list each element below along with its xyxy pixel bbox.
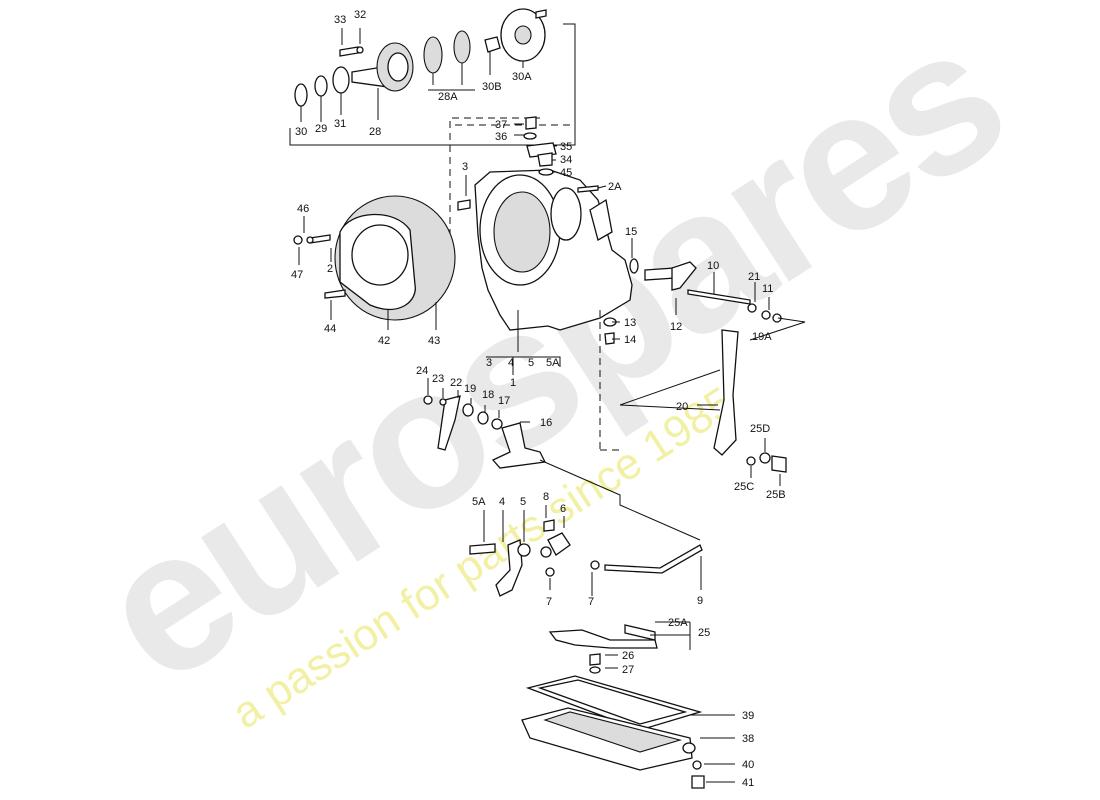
label-25a: 25A [668, 617, 688, 629]
label-23: 23 [432, 373, 444, 385]
label-19: 19 [464, 383, 476, 395]
label-8: 8 [543, 491, 549, 503]
label-37: 37 [495, 119, 507, 131]
label-32: 32 [354, 9, 366, 21]
label-12: 12 [670, 321, 682, 333]
label-39: 39 [742, 710, 754, 722]
label-46: 46 [297, 203, 309, 215]
label-36: 36 [495, 131, 507, 143]
watermark: eurospares a passion for parts since 198… [62, 0, 1037, 738]
label-14: 14 [624, 334, 636, 346]
label-group-4: 4 [508, 357, 514, 369]
label-41: 41 [742, 777, 754, 789]
label-34: 34 [560, 154, 572, 166]
label-7-left: 7 [546, 596, 552, 608]
label-group-5a: 5A [546, 357, 560, 369]
label-25c: 25C [734, 481, 754, 493]
label-group-3: 3 [486, 357, 492, 369]
label-group-5: 5 [528, 357, 534, 369]
label-6: 6 [560, 503, 566, 515]
label-20: 20 [676, 401, 688, 413]
label-7-right: 7 [588, 596, 594, 608]
label-19a: 19A [752, 331, 772, 343]
cover-group [293, 195, 456, 330]
label-21: 21 [748, 271, 760, 283]
label-25b: 25B [766, 489, 786, 501]
label-17: 17 [498, 395, 510, 407]
label-5a: 5A [472, 496, 486, 508]
label-30b: 30B [482, 81, 502, 93]
label-44: 44 [324, 323, 336, 335]
label-9: 9 [697, 595, 703, 607]
label-33: 33 [334, 14, 346, 26]
label-22: 22 [450, 377, 462, 389]
label-30a: 30A [512, 71, 532, 83]
label-24: 24 [416, 365, 428, 377]
label-35: 35 [560, 141, 572, 153]
label-40: 40 [742, 759, 754, 771]
label-4: 4 [499, 496, 505, 508]
oil-pan-group [521, 621, 735, 789]
label-15: 15 [625, 226, 637, 238]
label-42: 42 [378, 335, 390, 347]
label-5: 5 [520, 496, 526, 508]
label-31: 31 [334, 118, 346, 130]
label-43: 43 [428, 335, 440, 347]
valve-linkage-group [469, 459, 703, 597]
label-3: 3 [462, 161, 468, 173]
label-group-1: 1 [510, 377, 516, 389]
part-labels: 33 32 30 29 31 28 28A 30B 30A 37 36 35 3… [291, 9, 786, 789]
label-30: 30 [295, 126, 307, 138]
label-2: 2 [327, 263, 333, 275]
label-10: 10 [707, 260, 719, 272]
label-29: 29 [315, 123, 327, 135]
oil-pump-group [289, 8, 576, 146]
label-18: 18 [482, 389, 494, 401]
label-27: 27 [622, 664, 634, 676]
label-16: 16 [540, 417, 552, 429]
selector-linkage-group [423, 310, 787, 486]
label-28a: 28A [438, 91, 458, 103]
label-45: 45 [560, 167, 572, 179]
transmission-housing [449, 116, 806, 375]
label-2a: 2A [608, 181, 622, 193]
label-47: 47 [291, 269, 303, 281]
label-26: 26 [622, 650, 634, 662]
label-25: 25 [698, 627, 710, 639]
label-13: 13 [624, 317, 636, 329]
label-38: 38 [742, 733, 754, 745]
label-11: 11 [762, 283, 773, 295]
label-25d: 25D [750, 423, 770, 435]
label-28: 28 [369, 126, 381, 138]
